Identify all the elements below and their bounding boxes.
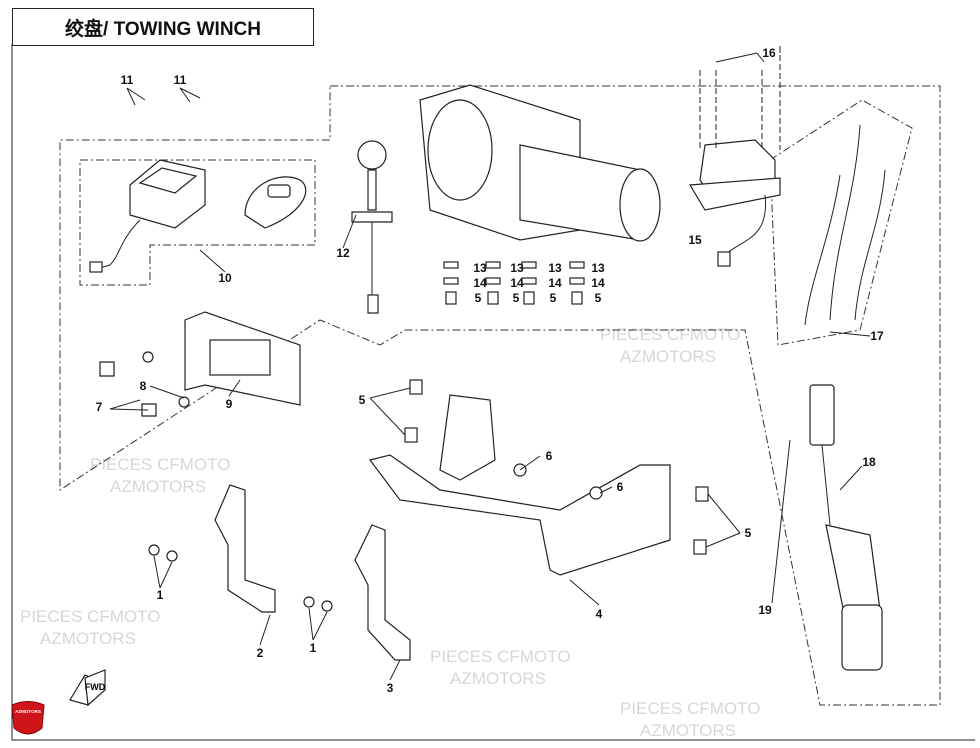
callout-1: 1: [157, 588, 164, 602]
winch-assembly-boundary: [59, 85, 941, 706]
watermark-text: PIECES CFMOTO: [90, 455, 230, 474]
callout-14: 14: [473, 276, 487, 290]
part-9-roller-fairlead: [99, 311, 301, 417]
watermark-text: PIECES CFMOTO: [600, 325, 740, 344]
watermark-text: PIECES CFMOTO: [20, 607, 160, 626]
callout-14: 14: [548, 276, 562, 290]
winch-body: [419, 84, 661, 242]
azmotors-logo: AZMOTORS: [11, 701, 45, 735]
callout-18: 18: [862, 455, 876, 469]
watermark-text: AZMOTORS: [620, 347, 716, 366]
callout-6: 6: [617, 480, 624, 494]
watermarks: PIECES CFMOTO AZMOTORS PIECES CFMOTO AZM…: [20, 325, 760, 740]
callout-5: 5: [359, 393, 366, 407]
callout-1: 1: [310, 641, 317, 655]
cable-kit-boundary: [769, 99, 913, 346]
callout-13: 13: [548, 261, 562, 275]
fwd-label: FWD: [85, 682, 106, 692]
callout-17: 17: [870, 329, 884, 343]
part-4-mounting-plate: [368, 379, 709, 576]
callout-3: 3: [387, 681, 394, 695]
watermark-text: AZMOTORS: [450, 669, 546, 688]
part-2-3-brackets: [148, 484, 411, 661]
callout-5: 5: [745, 526, 752, 540]
callout-7: 7: [96, 400, 103, 414]
watermark-text: PIECES CFMOTO: [620, 699, 760, 718]
callout-9: 9: [226, 397, 233, 411]
callout-2: 2: [257, 646, 264, 660]
part-17-cables: [804, 124, 886, 326]
callout-11: 11: [174, 73, 187, 87]
part-10-control-box: [89, 159, 307, 273]
callout-6: 6: [546, 449, 553, 463]
callout-8: 8: [140, 379, 147, 393]
callout-labels: 11 11 16 10 12 13 13 13 13 14 14 14 14 5…: [96, 46, 884, 695]
callout-13: 13: [591, 261, 605, 275]
frame-border: [11, 44, 975, 741]
diagram-title-box: 绞盘/ TOWING WINCH: [12, 8, 314, 46]
diagram-title: 绞盘/ TOWING WINCH: [65, 18, 261, 40]
part-18-handheld-remote: [809, 384, 883, 671]
watermark-text: AZMOTORS: [110, 477, 206, 496]
callout-4: 4: [596, 607, 603, 621]
callout-15: 15: [688, 233, 702, 247]
remote-kit-boundary: [79, 159, 316, 286]
leader-lines: [109, 46, 871, 681]
watermark-text: AZMOTORS: [640, 721, 736, 740]
svg-text:AZMOTORS: AZMOTORS: [15, 709, 41, 714]
callout-5: 5: [595, 291, 602, 305]
callout-13: 13: [473, 261, 487, 275]
callout-14: 14: [591, 276, 605, 290]
part-12-switch: [351, 140, 393, 314]
callout-19: 19: [758, 603, 772, 617]
callout-10: 10: [218, 271, 232, 285]
watermark-text: AZMOTORS: [40, 629, 136, 648]
callout-11: 11: [121, 73, 134, 87]
part-15-contactor: [688, 55, 781, 267]
hardware-stacks: [443, 261, 585, 305]
callout-13: 13: [510, 261, 524, 275]
callout-5: 5: [550, 291, 557, 305]
watermark-text: PIECES CFMOTO: [430, 647, 570, 666]
callout-5: 5: [475, 291, 482, 305]
callout-16: 16: [762, 46, 776, 60]
callout-5: 5: [513, 291, 520, 305]
callout-12: 12: [336, 246, 350, 260]
forward-direction-marker: FWD: [69, 669, 106, 707]
callout-14: 14: [510, 276, 524, 290]
